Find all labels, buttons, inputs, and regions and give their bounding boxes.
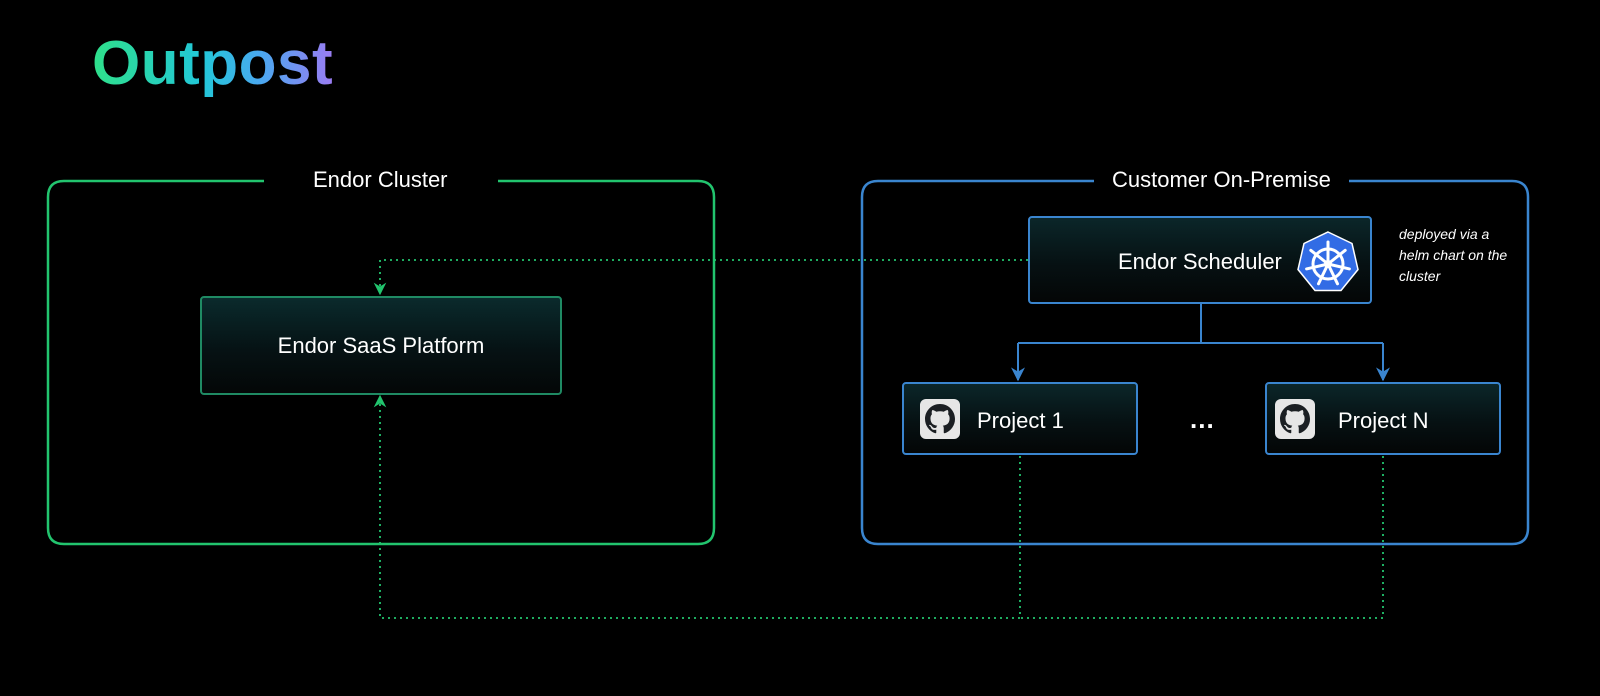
project-n-connector: [1020, 456, 1384, 619]
github-icon: [920, 399, 960, 439]
more-projects-ellipsis: ...: [1190, 404, 1215, 434]
page-title: Outpost: [92, 29, 334, 98]
endor-cluster-border: [46, 179, 716, 546]
project-n-node: Project N: [1265, 382, 1501, 455]
scheduler-to-saas-connector: [373, 259, 1028, 296]
endor-scheduler-node: Endor Scheduler: [1028, 216, 1372, 304]
kubernetes-icon: [1295, 230, 1361, 296]
project-1-label: Project 1: [977, 408, 1064, 433]
endor-scheduler-label: Endor Scheduler: [1118, 249, 1282, 274]
scheduler-to-projects-connector: [1018, 304, 1383, 344]
projects-to-saas-connector: [373, 394, 1021, 619]
github-icon: [1275, 399, 1315, 439]
endor-cluster-label: Endor Cluster: [295, 167, 466, 193]
project-1-node: Project 1: [902, 382, 1138, 455]
endor-saas-platform-node: Endor SaaS Platform: [200, 296, 562, 395]
project-n-label: Project N: [1338, 408, 1429, 433]
endor-saas-platform-label: Endor SaaS Platform: [277, 332, 485, 358]
helm-chart-annotation: deployed via a helm chart on the cluster: [1399, 226, 1508, 284]
customer-on-premise-label: Customer On-Premise: [1094, 167, 1349, 193]
customer-on-premise-border: [860, 179, 1530, 546]
